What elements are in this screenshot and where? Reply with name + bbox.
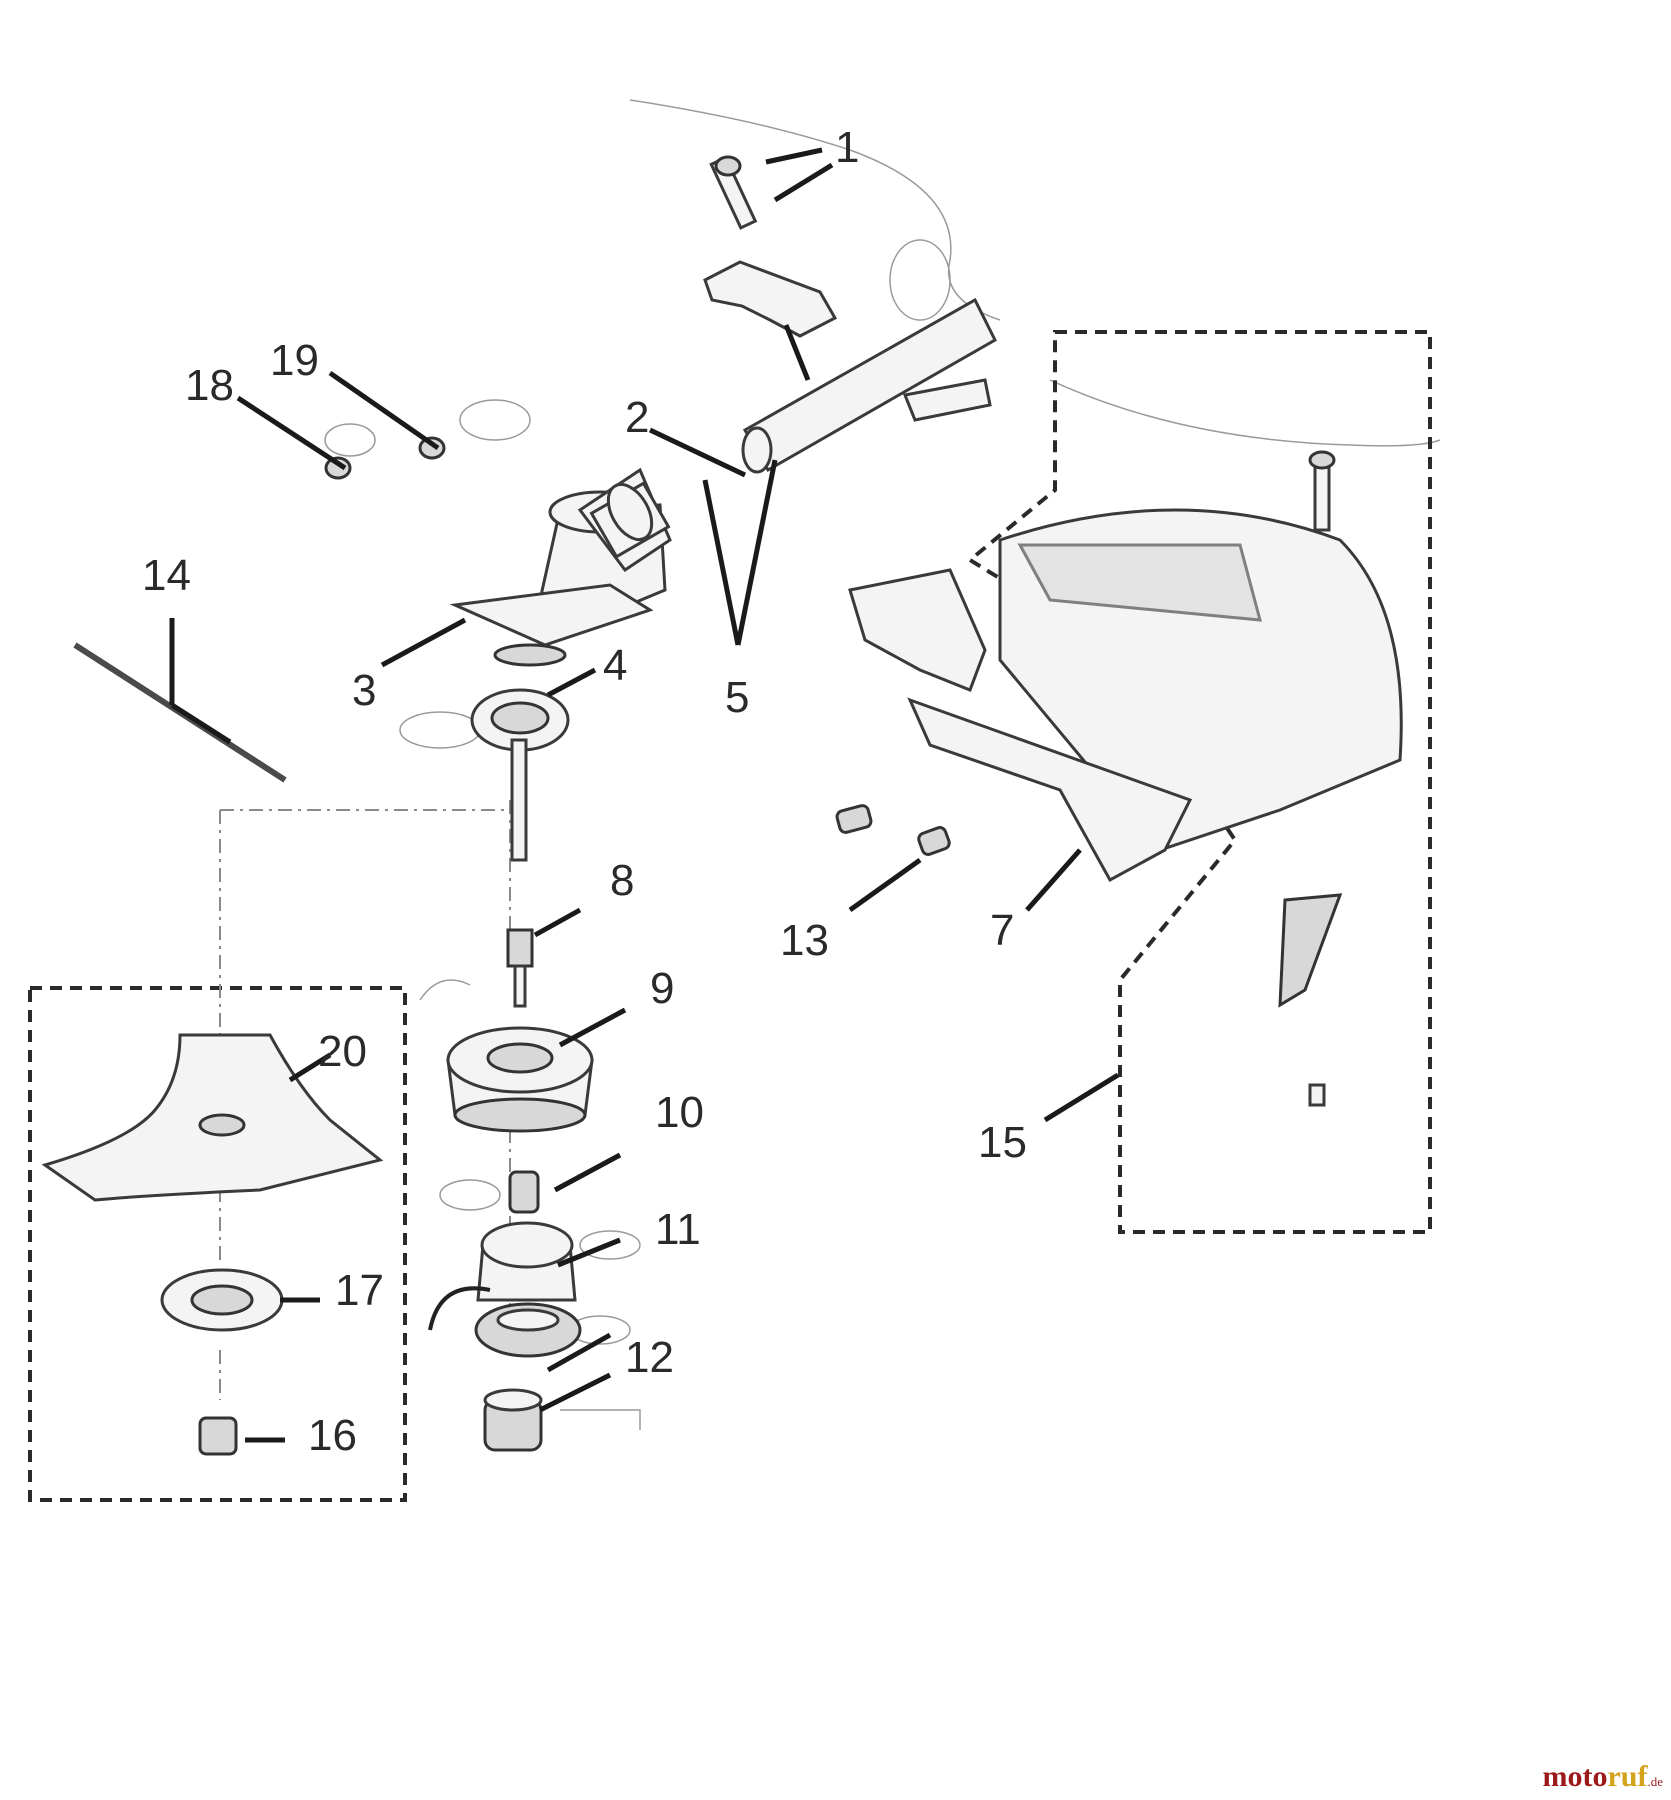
callout-19: 19 [270,336,319,385]
part-holder [446,1026,594,1133]
part-guard-screws [835,804,951,856]
callout-14: 14 [142,551,191,600]
part-grease-screws [324,436,446,480]
part-spring [508,1170,540,1214]
part-blade-nut [198,1416,238,1456]
part-washer [160,1268,284,1332]
part-gear-head [449,467,672,667]
part-guard [848,450,1403,1107]
callout-17: 17 [335,1266,384,1315]
leader-lines [169,147,1120,1443]
part-knob [483,1388,543,1452]
callout-13: 13 [780,916,829,965]
part-bolt [709,155,758,230]
callout-3: 3 [352,666,376,715]
callout-labels: 1 2 3 4 5 7 8 9 10 11 12 13 14 15 16 17 … [142,123,1027,1460]
callout-8: 8 [610,856,634,905]
callout-1: 1 [835,123,859,172]
callout-4: 4 [603,641,627,690]
callout-12: 12 [625,1333,674,1382]
part-clamp [703,260,838,338]
callout-7: 7 [990,906,1014,955]
motoruf-logo: motoruf.de [1542,1760,1663,1793]
callout-5: 5 [725,673,749,722]
callout-20: 20 [318,1027,367,1076]
box-15-guard-set [966,330,1432,1234]
callout-10: 10 [655,1088,704,1137]
part-nut-8 [506,928,534,1008]
part-blade-hole [198,1113,246,1137]
part-trimmer-head [428,1221,582,1358]
part-bearing [470,688,570,862]
callout-11: 11 [655,1205,701,1254]
part-shaft-tube [741,297,997,474]
callout-15: 15 [978,1118,1027,1167]
callout-9: 9 [650,964,674,1013]
callout-18: 18 [185,361,234,410]
callout-2: 2 [625,393,649,442]
callout-16: 16 [308,1411,357,1460]
box-20-blade-set [28,986,407,1502]
